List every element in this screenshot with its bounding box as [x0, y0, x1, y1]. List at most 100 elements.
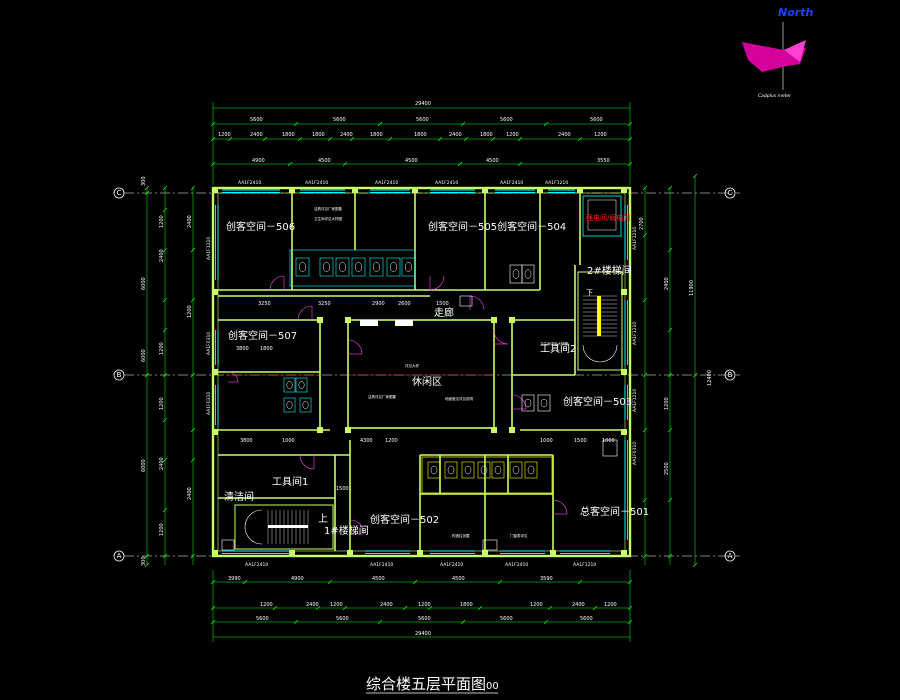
note-5: 门窗表详见: [510, 533, 528, 538]
drawing-title-suffix: 00: [486, 681, 499, 692]
axis-bubble-left-c: [113, 187, 125, 199]
dim-tick: [190, 247, 196, 253]
dim-tick: [627, 619, 633, 625]
toilet-bowl-icon: [464, 465, 472, 475]
dim-tick: [144, 190, 150, 196]
win-label-14: AA1F1210: [632, 227, 638, 250]
idim-6: 1800: [260, 346, 273, 352]
dim-overall-bottom: 29400: [415, 631, 431, 637]
toilet-stall: [521, 264, 535, 284]
dim-tick: [190, 297, 196, 303]
dim-top1-0: 5600: [250, 117, 263, 123]
dim-tick: [642, 185, 648, 191]
fixture-counter: [360, 320, 378, 326]
dim-bot3-0: 5600: [256, 616, 269, 622]
toilet-stall: [401, 257, 416, 277]
north-compass: North Cadplus meter: [742, 6, 813, 99]
toilet-bowl-icon: [512, 269, 520, 279]
idim-2: 2900: [372, 301, 385, 307]
dim-tick: [297, 136, 303, 142]
dim-tick: [349, 136, 355, 142]
stair-2-handrail: [597, 296, 601, 336]
dim-bot3-4: 5600: [580, 616, 593, 622]
dim-top2-10: 2400: [558, 132, 571, 138]
axis-bubble-left-a: [113, 550, 125, 562]
dim-tick: [210, 161, 216, 167]
toilet-stall: [427, 461, 441, 479]
idim-1: 3250: [318, 301, 331, 307]
dim-bot2-6: 1200: [530, 602, 543, 608]
win-label-9: AA1F2410: [505, 562, 528, 568]
dim-top2-8: 1800: [480, 132, 493, 138]
drawing-title: 综合楼五层平面图 00: [366, 675, 499, 694]
stair-1-up: 上: [318, 513, 328, 525]
stair-2: [577, 271, 623, 371]
dim-tick: [457, 161, 463, 167]
column: [621, 289, 627, 295]
dim-tick: [144, 553, 150, 559]
toilet-stall: [524, 461, 538, 479]
dim-tick: [162, 185, 168, 191]
column: [509, 317, 515, 323]
column: [491, 317, 497, 323]
dim-tick: [627, 136, 633, 142]
elevator-cab: [587, 199, 617, 231]
fixture-box: [221, 539, 235, 551]
dim-left-outer-0: 300: [141, 176, 147, 186]
dim-tick: [627, 579, 633, 585]
dim-top2-0: 1200: [218, 132, 231, 138]
dim-tick: [210, 619, 216, 625]
dim-overall-top: 29400: [415, 101, 431, 107]
north-label: North: [778, 6, 813, 19]
dim-tick: [377, 121, 383, 127]
dim-left-inner-4: 2400: [159, 457, 165, 470]
win-label-11: AA1F1210: [206, 237, 212, 260]
dim-top2-7: 2400: [449, 132, 462, 138]
tool-room-2: 工具间2: [540, 342, 576, 355]
dim-tick: [342, 161, 348, 167]
stair-1-landing: [244, 509, 263, 545]
stair-1-label: 1#楼梯间: [324, 524, 369, 537]
dim-tick: [327, 579, 333, 585]
dim-tick: [162, 247, 168, 253]
win-label-17: AA1F0310: [632, 442, 638, 465]
toilet-bowl-icon: [339, 262, 346, 272]
toilet-bowl-icon: [355, 262, 362, 272]
toilet-stall: [319, 257, 334, 277]
column: [317, 317, 323, 323]
win-label-10: AA1F1210: [573, 562, 596, 568]
toilet-stall: [295, 257, 310, 277]
dim-tick: [667, 427, 673, 433]
dim-tick: [627, 121, 633, 127]
dim-tick: [287, 161, 293, 167]
dim-top2-1: 2400: [250, 132, 263, 138]
idim-4: 1500: [436, 301, 449, 307]
idim-0: 3250: [258, 301, 271, 307]
column: [482, 187, 488, 193]
doors: [227, 275, 568, 535]
dim-tick: [162, 507, 168, 513]
fixture-box: [459, 295, 473, 307]
column: [212, 289, 218, 295]
dim-bot3-3: 5600: [500, 616, 513, 622]
win-label-15: AA1F1210: [632, 322, 638, 345]
toilet-stall: [477, 461, 491, 479]
compass-caption: Cadplus meter: [758, 93, 792, 99]
dim-tick: [210, 579, 216, 585]
dim-top1-3: 5600: [500, 117, 513, 123]
dim-tick: [667, 372, 673, 378]
window-labels: AA1F2410 AA1F2410 AA1F2410 AA1F2410 AA1F…: [206, 180, 638, 568]
dim-tick: [642, 497, 648, 503]
toilet-bowl-icon: [323, 262, 330, 272]
idim-8: 3800: [240, 438, 253, 444]
interior-dims: 3250 3250 2900 2600 1500 3800 1800 4300 …: [236, 301, 615, 492]
win-label-0: AA1F2410: [238, 180, 261, 186]
dim-tick: [517, 136, 523, 142]
toilet-stall: [386, 257, 401, 277]
dim-top2-3: 1800: [312, 132, 325, 138]
dim-bot2-8: 1200: [604, 602, 617, 608]
dim-tick: [190, 372, 196, 378]
toilet-bowl-icon: [405, 262, 412, 272]
note-4: 构造柱设置: [452, 533, 470, 538]
toilet-stall: [521, 394, 535, 412]
